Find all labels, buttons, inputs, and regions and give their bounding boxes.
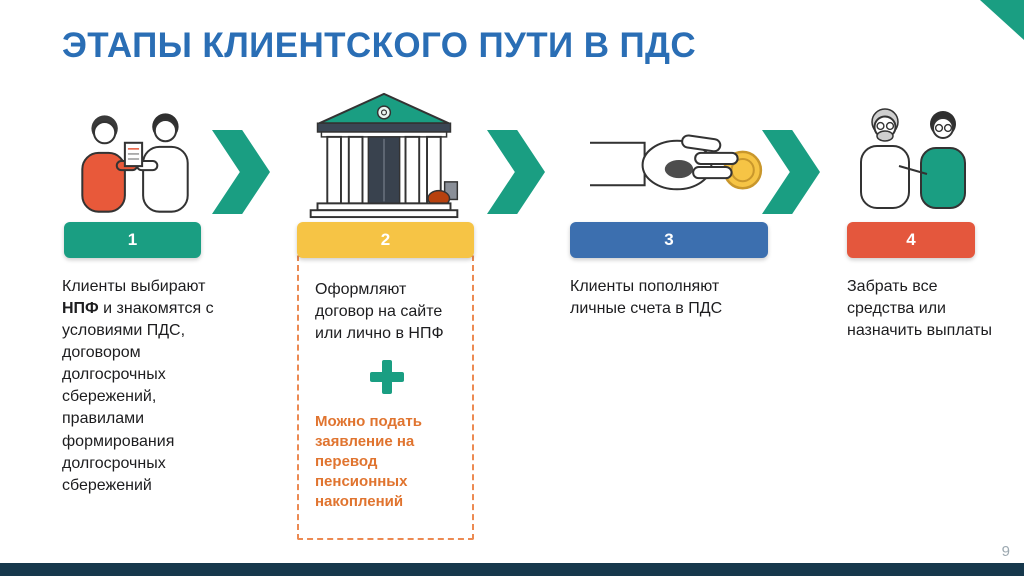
- stage-4-number: 4: [906, 230, 916, 249]
- page-title: ЭТАПЫ КЛИЕНТСКОГО ПУТИ В ПДС: [62, 26, 697, 65]
- plus-icon: [315, 357, 458, 402]
- stage-2-note-text: Можно подать заявление на перевод пенсио…: [315, 413, 422, 510]
- page-number: 9: [1001, 543, 1010, 560]
- stage-4-badge: 4: [847, 222, 975, 258]
- stage-2-badge: 2: [297, 222, 474, 258]
- stage-1-number: 1: [127, 230, 138, 249]
- stage-1-text-after: и знакомятся с условиями ПДС, договором …: [62, 300, 214, 494]
- stage-2-note-box: Оформляют договор на сайте или лично в Н…: [297, 255, 474, 540]
- chevron-right-icon: [212, 130, 270, 214]
- stage-2-text: Оформляют договор на сайте или лично в Н…: [315, 281, 444, 343]
- clients-couple-illustration: [58, 98, 210, 220]
- stage-1-badge: 1: [64, 222, 201, 258]
- stage-3-number: 3: [664, 230, 674, 249]
- elderly-couple-illustration: [838, 94, 990, 218]
- stage-4-text: Забрать все средства или назначить выпла…: [847, 278, 993, 340]
- bank-building-illustration: [302, 88, 466, 220]
- stage-1-text-before: Клиенты выбирают: [62, 278, 206, 295]
- hand-coin-illustration: [590, 112, 772, 214]
- stage-2-number: 2: [380, 230, 391, 249]
- chevron-right-icon: [487, 130, 545, 214]
- stage-3-badge: 3: [570, 222, 768, 258]
- stage-1-text: Клиенты выбирают НПФ и знакомятся с усло…: [62, 276, 240, 497]
- stage-3-text: Клиенты пополняют личные счета в ПДС: [570, 278, 723, 318]
- stage-1-text-bold: НПФ: [62, 300, 99, 318]
- footer-bar: [0, 563, 1024, 576]
- corner-triangle-decoration: [980, 0, 1024, 40]
